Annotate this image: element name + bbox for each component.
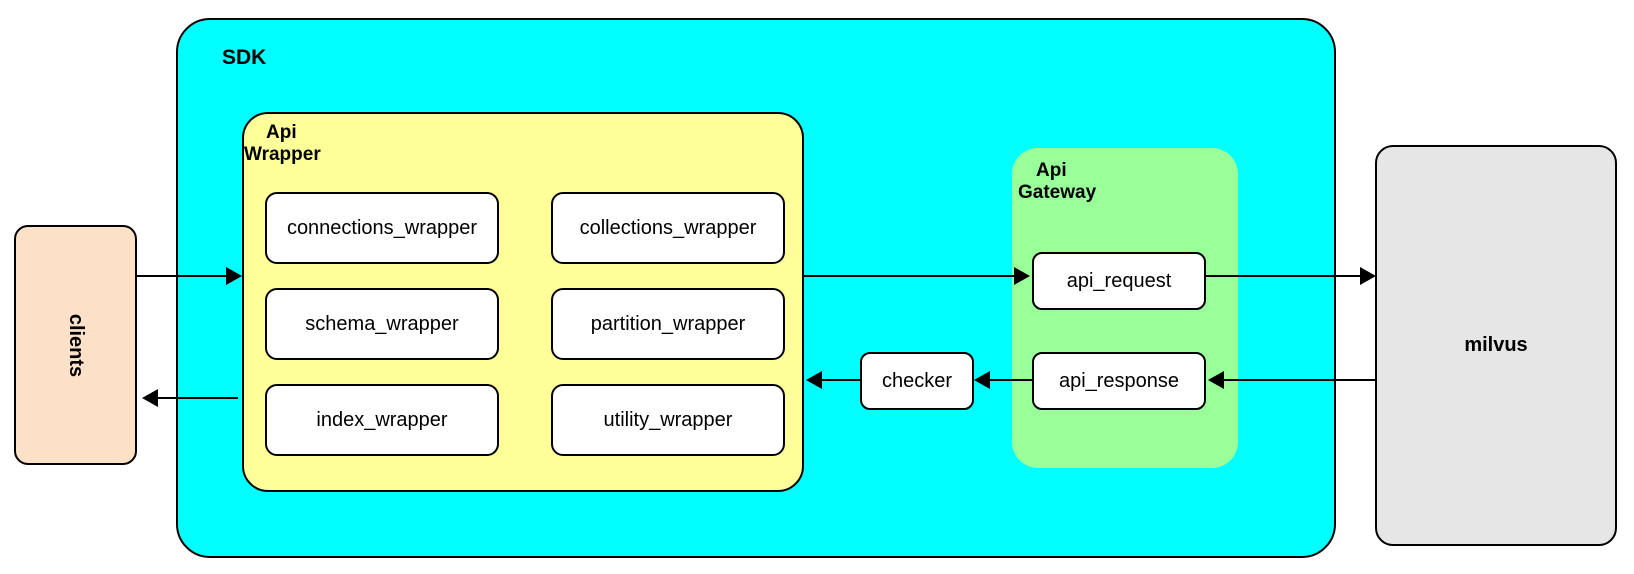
clients-box[interactable]: clients xyxy=(14,225,137,465)
api-wrapper-label-line1: Api xyxy=(266,122,297,143)
arrowhead-milvus-to-api-response xyxy=(1208,371,1224,389)
clients-label: clients xyxy=(64,313,87,377)
partition-wrapper-box[interactable]: partition_wrapper xyxy=(551,288,785,360)
utility-wrapper-box[interactable]: utility_wrapper xyxy=(551,384,785,456)
arrowhead-clients-to-api-wrapper xyxy=(226,267,242,285)
collections-wrapper-box[interactable]: collections_wrapper xyxy=(551,192,785,264)
connections-wrapper-label: connections_wrapper xyxy=(286,216,478,239)
arrowhead-sdk-to-clients xyxy=(142,389,158,407)
api-request-box[interactable]: api_request xyxy=(1032,252,1206,310)
api-wrapper-label-line2: Wrapper xyxy=(244,144,321,166)
arrowhead-api-request-to-milvus xyxy=(1360,267,1376,285)
api-gateway-label: Api Gateway xyxy=(1018,160,1166,205)
api-response-label: api_response xyxy=(1058,369,1180,392)
edge-api-request-to-milvus xyxy=(1206,275,1368,277)
api-request-label: api_request xyxy=(1066,269,1172,292)
api-gateway-label-line1: Api xyxy=(1036,160,1067,181)
sdk-label: SDK xyxy=(222,46,267,69)
edge-milvus-to-api-response xyxy=(1216,379,1376,381)
arrowhead-checker-to-api-wrapper xyxy=(806,371,822,389)
edge-clients-to-api-wrapper xyxy=(137,275,232,277)
api-gateway-label-line2: Gateway xyxy=(1018,182,1097,204)
edge-checker-to-api-wrapper xyxy=(820,379,862,381)
checker-box[interactable]: checker xyxy=(860,352,974,410)
partition-wrapper-label: partition_wrapper xyxy=(590,312,746,335)
connections-wrapper-box[interactable]: connections_wrapper xyxy=(265,192,499,264)
utility-wrapper-label: utility_wrapper xyxy=(603,408,733,431)
index-wrapper-label: index_wrapper xyxy=(316,408,448,431)
collections-wrapper-label: collections_wrapper xyxy=(579,216,757,239)
arrowhead-api-response-to-checker xyxy=(974,371,990,389)
api-wrapper-label: Api Wrapper xyxy=(244,122,396,167)
checker-label: checker xyxy=(881,369,953,392)
edge-sdk-to-clients xyxy=(158,397,238,399)
schema-wrapper-box[interactable]: schema_wrapper xyxy=(265,288,499,360)
api-response-box[interactable]: api_response xyxy=(1032,352,1206,410)
milvus-label: milvus xyxy=(1464,334,1528,356)
arrowhead-api-wrapper-to-api-request xyxy=(1014,267,1030,285)
edge-api-response-to-checker xyxy=(982,379,1034,381)
schema-wrapper-label: schema_wrapper xyxy=(305,312,459,335)
index-wrapper-box[interactable]: index_wrapper xyxy=(265,384,499,456)
edge-api-wrapper-to-api-request xyxy=(804,275,1022,277)
milvus-box[interactable]: milvus xyxy=(1375,145,1617,546)
